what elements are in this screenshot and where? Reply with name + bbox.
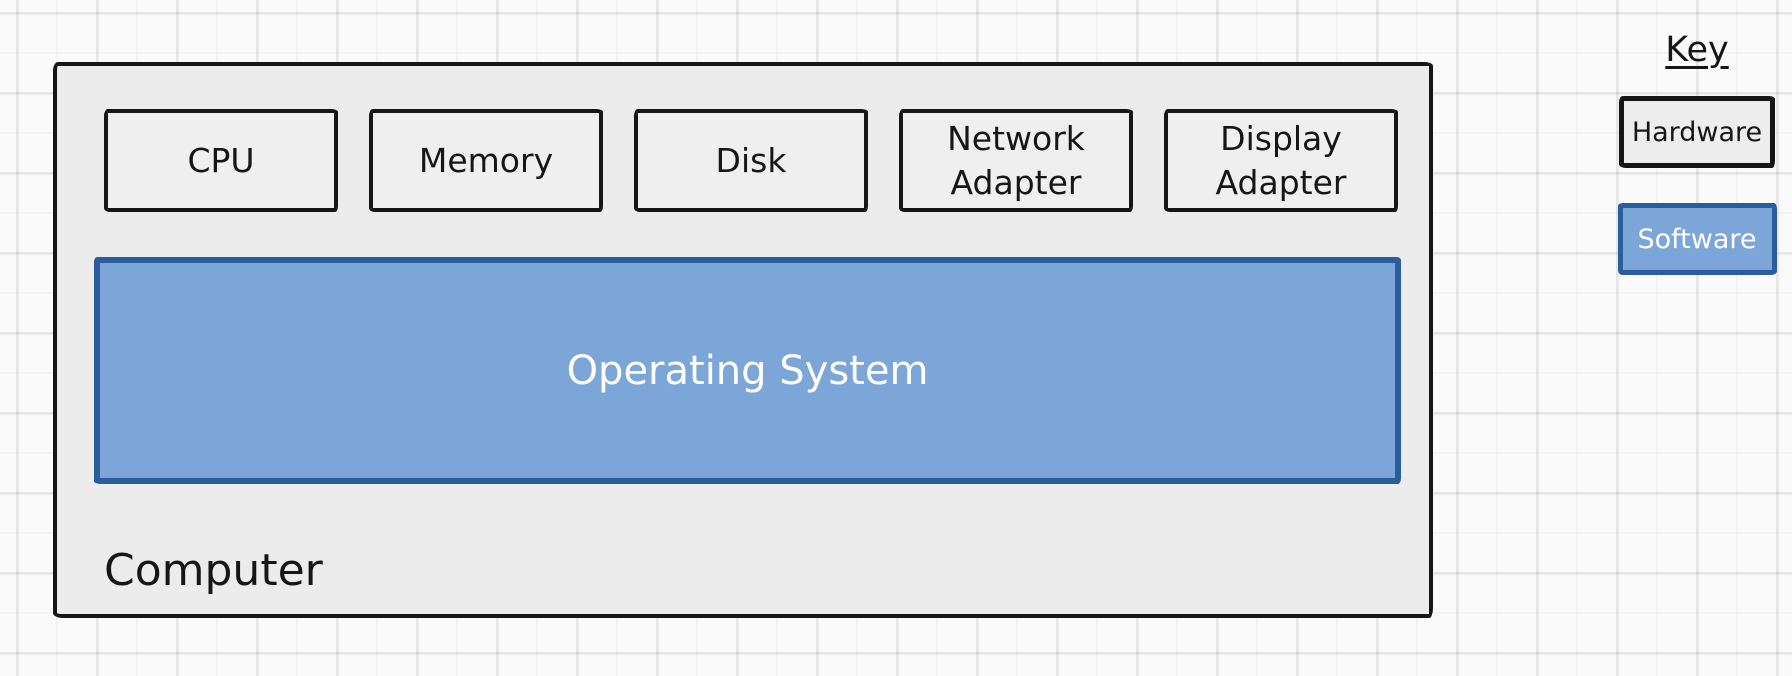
hardware-box-memory: Memory: [369, 109, 603, 212]
computer-container-shape: CPU Memory Disk Network Adapter Display …: [53, 62, 1433, 618]
legend-swatch-hardware-label: Hardware: [1631, 116, 1763, 148]
hardware-row: CPU Memory Disk Network Adapter Display …: [104, 109, 1398, 212]
hardware-box-network-adapter-label: Network Adapter: [947, 118, 1085, 202]
hardware-box-disk: Disk: [634, 109, 868, 212]
software-box-operating-system-label: Operating System: [566, 347, 929, 394]
hardware-box-display-adapter-label: Display Adapter: [1215, 118, 1347, 202]
hardware-box-disk-label: Disk: [715, 140, 787, 180]
hardware-box-display-adapter: Display Adapter: [1164, 109, 1398, 212]
legend-swatch-software: Software: [1617, 203, 1777, 275]
legend-title: Key: [1665, 30, 1729, 70]
software-box-operating-system: Operating System: [94, 257, 1401, 484]
computer-container-label: Computer: [104, 545, 323, 596]
legend-swatch-hardware: Hardware: [1619, 96, 1775, 168]
hardware-box-cpu: CPU: [104, 109, 338, 212]
hardware-box-memory-label: Memory: [418, 140, 554, 180]
legend: Key Hardware Software: [1610, 30, 1784, 275]
hardware-box-network-adapter: Network Adapter: [899, 109, 1133, 212]
legend-swatch-software-label: Software: [1637, 223, 1757, 255]
hardware-box-cpu-label: CPU: [187, 140, 255, 180]
